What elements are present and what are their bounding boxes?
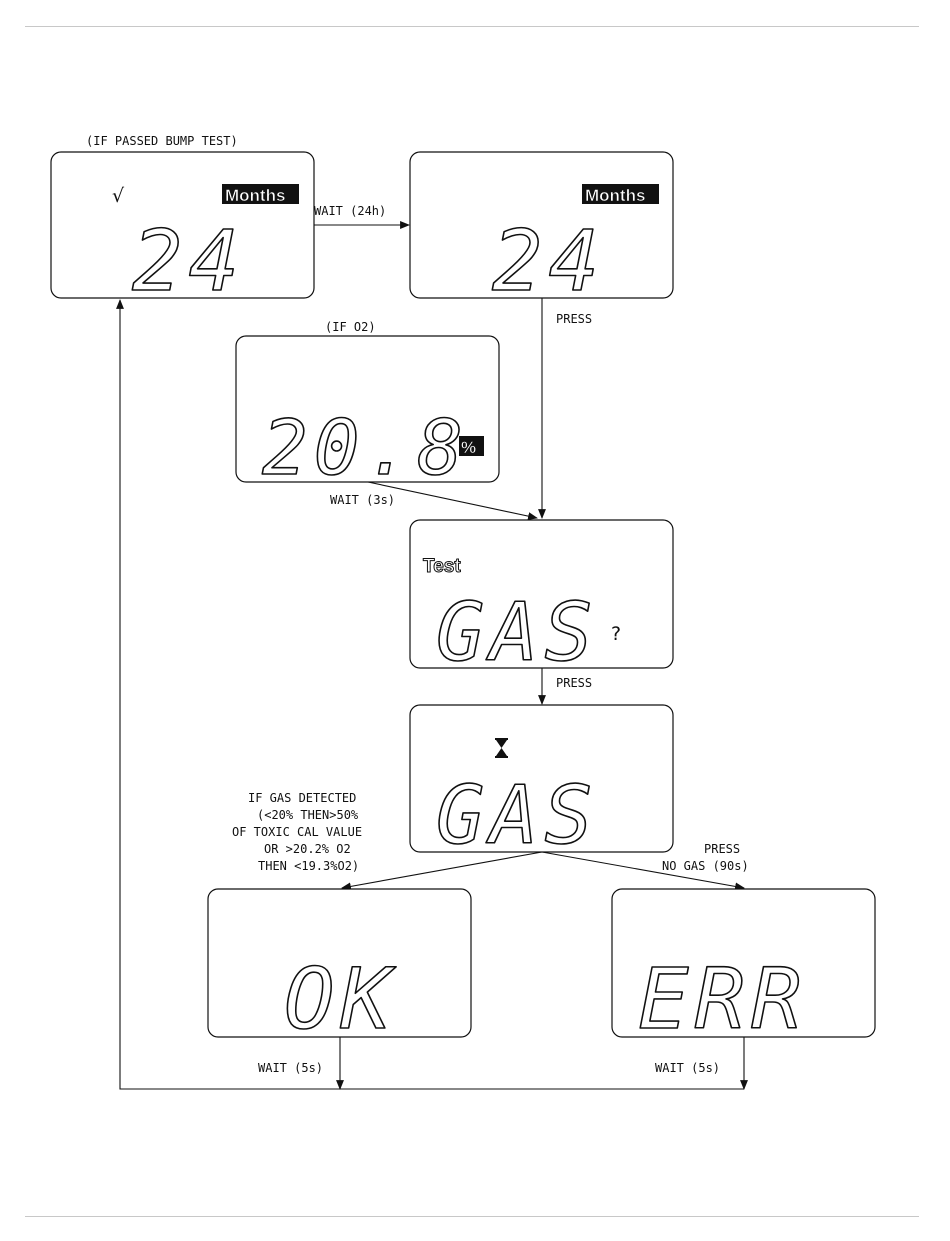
percent-badge-text: %: [461, 438, 476, 457]
months-badge-text-1: Months: [225, 186, 285, 205]
test-tag: Test: [423, 556, 461, 577]
gas-detected-line-2: (<20% THEN>50%: [257, 808, 359, 822]
gas-detected-condition: IF GAS DETECTED (<20% THEN>50% OF TOXIC …: [232, 791, 362, 873]
gas-wait-value: GAS: [436, 769, 599, 862]
o2-value: 20.8: [262, 403, 469, 492]
months-value-1: 24: [132, 212, 245, 310]
gas-detected-line-4: OR >20.2% O2: [264, 842, 351, 856]
press-label-1: PRESS: [556, 312, 592, 326]
gas-detected-line-5: THEN <19.3%O2): [258, 859, 359, 873]
check-icon: √: [112, 185, 125, 207]
ok-value: OK: [284, 950, 397, 1048]
err-value: ERR: [638, 950, 808, 1048]
months-value-2: 24: [492, 212, 605, 310]
no-gas-line-2: NO GAS (90s): [662, 859, 749, 873]
press-label-2: PRESS: [556, 676, 592, 690]
wait-24h-label: WAIT (24h): [314, 204, 386, 218]
wait-3s-label: WAIT (3s): [330, 493, 395, 507]
bump-passed-label: (IF PASSED BUMP TEST): [86, 134, 238, 148]
wait-5s-ok-label: WAIT (5s): [258, 1061, 323, 1075]
if-o2-label: (IF O2): [325, 320, 376, 334]
gas-detected-line-3: OF TOXIC CAL VALUE: [232, 825, 362, 839]
no-gas-line-1: PRESS: [704, 842, 740, 856]
question-icon: ?: [611, 623, 621, 645]
gas-detected-line-1: IF GAS DETECTED: [248, 791, 356, 805]
wait-5s-err-label: WAIT (5s): [655, 1061, 720, 1075]
no-gas-condition: PRESS NO GAS (90s): [662, 842, 749, 873]
test-gas-value: GAS: [436, 586, 599, 679]
months-badge-text-2: Months: [585, 186, 645, 205]
